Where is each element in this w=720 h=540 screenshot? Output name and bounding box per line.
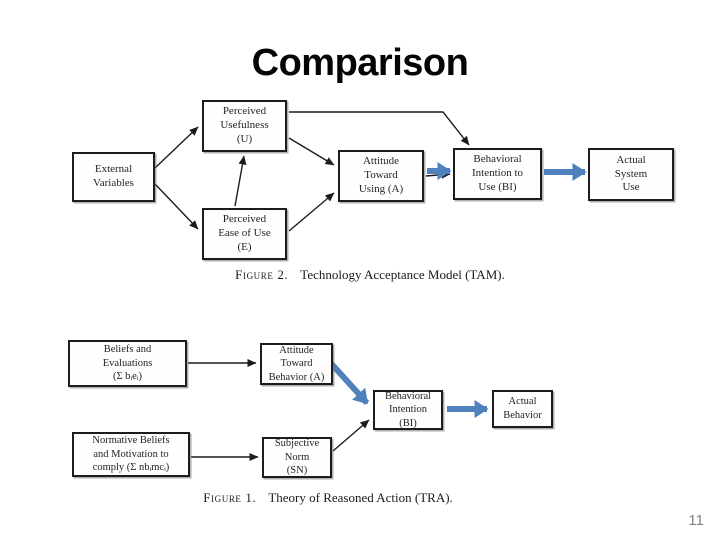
tam-box-perceived-usefulness: Perceived Usefulness (U) [202,100,287,152]
arrow-easeofuse-to-usefulness [234,155,247,207]
tra-box-actual-behavior: Actual Behavior [492,390,553,428]
arrow-attitude-to-intention-thin [425,170,451,179]
tam-box-attitude-toward-using: Attitude Toward Using (A) [338,150,424,202]
tra-box-attitude-toward-behavior: Attitude Toward Behavior (A) [260,343,333,385]
arrow-external-to-usefulness [154,126,199,169]
page-title: Comparison [251,42,469,84]
tam-figure-caption-text: Technology Acceptance Model (TAM). [300,267,505,282]
tra-figure-caption: Figure 1. Theory of Reasoned Action (TRA)… [128,490,528,506]
slide-page-number: 11 [688,512,704,529]
tra-box-subjective-norm: Subjective Norm (SN) [262,437,332,478]
arrow-usefulness-to-attitude [288,137,335,166]
arrow-usefulness-to-intention [289,111,470,146]
tra-box-beliefs-and-evaluations: Beliefs and Evaluations (Σ bᵢeᵢ) [68,340,187,387]
tra-box-normative-beliefs: Normative Beliefs and Motivation to comp… [72,432,190,477]
arrow-attitude-to-intention-tra-blue [325,357,370,406]
tam-box-actual-system-use: Actual System Use [588,148,674,201]
arrow-easeofuse-to-attitude [288,192,335,232]
tra-figure-label: Figure 1. [203,490,257,505]
tam-figure-caption: Figure 2. Technology Acceptance Model (TA… [160,267,580,283]
arrow-external-to-easeofuse [154,183,199,230]
tam-figure-label: Figure 2. [235,267,289,282]
tam-box-behavioral-intention: Behavioral Intention to Use (BI) [453,148,542,200]
tra-box-behavioral-intention: Behavioral Intention (BI) [373,390,443,430]
tam-box-external-variables: External Variables [72,152,155,202]
tra-figure-caption-text: Theory of Reasoned Action (TRA). [268,490,453,505]
arrow-subjectivenorm-to-intention [332,419,370,452]
tam-box-perceived-ease-of-use: Perceived Ease of Use (E) [202,208,287,260]
